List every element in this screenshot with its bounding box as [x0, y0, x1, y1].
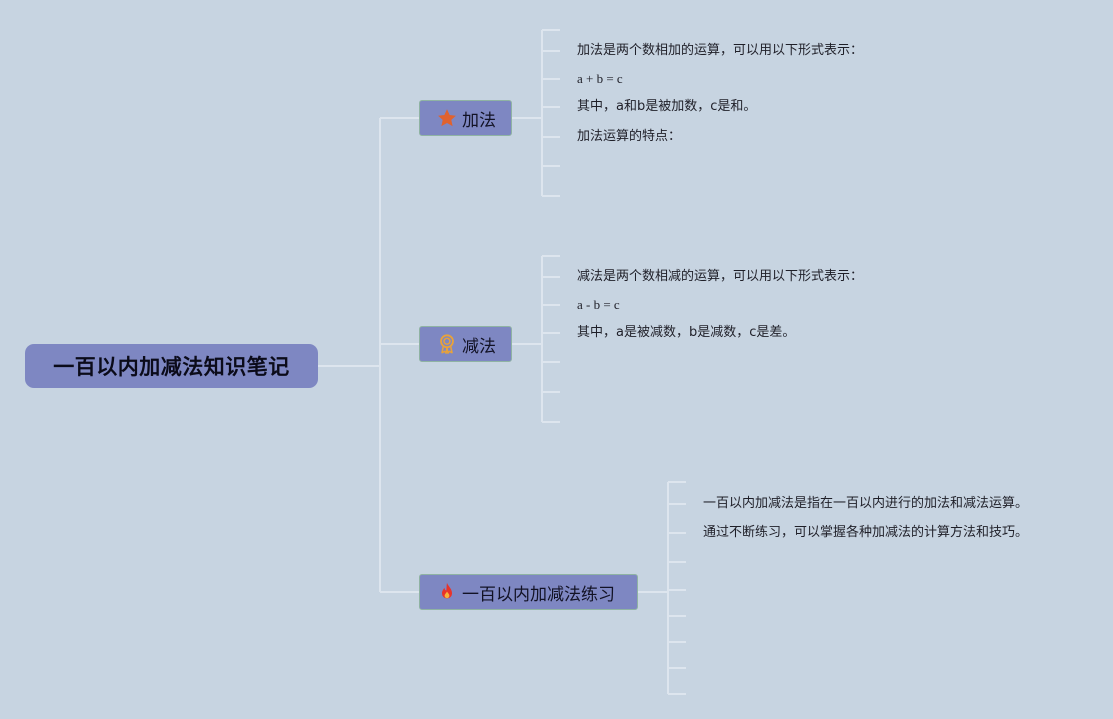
- root-topic-node[interactable]: 一百以内加减法知识笔记: [25, 344, 318, 388]
- note-text: 一百以内加减法是指在一百以内进行的加法和减法运算。: [703, 496, 1029, 511]
- branch-node-practice[interactable]: 一百以内加减法练习: [419, 574, 638, 610]
- note-text: 其中，a和b是被加数，c是和。: [577, 99, 757, 114]
- bracket-ticks: [542, 29, 560, 197]
- root-topic-label: 一百以内加减法知识笔记: [53, 355, 290, 379]
- note-text: 其中，a是被减数，b是减数，c是差。: [577, 325, 796, 340]
- note-formula: a + b = c: [577, 71, 623, 86]
- branch-label: 减法: [462, 336, 496, 357]
- branch-label: 一百以内加减法练习: [462, 584, 615, 605]
- branch-label: 加法: [462, 110, 496, 131]
- bracket-ticks: [542, 255, 560, 423]
- award-ribbon-icon: [436, 333, 458, 355]
- note-text: 加法是两个数相加的运算，可以用以下形式表示：: [577, 43, 864, 58]
- fire-icon: [436, 581, 458, 603]
- note-formula: a - b = c: [577, 297, 620, 312]
- note-text: 加法运算的特点：: [577, 129, 682, 144]
- bracket-ticks: [668, 481, 686, 695]
- branch-node-subtraction[interactable]: 减法: [419, 326, 512, 362]
- note-text: 通过不断练习，可以掌握各种加减法的计算方法和技巧。: [703, 525, 1029, 540]
- note-text: 减法是两个数相减的运算，可以用以下形式表示：: [577, 269, 864, 284]
- star-icon: [436, 107, 458, 129]
- branch-node-addition[interactable]: 加法: [419, 100, 512, 136]
